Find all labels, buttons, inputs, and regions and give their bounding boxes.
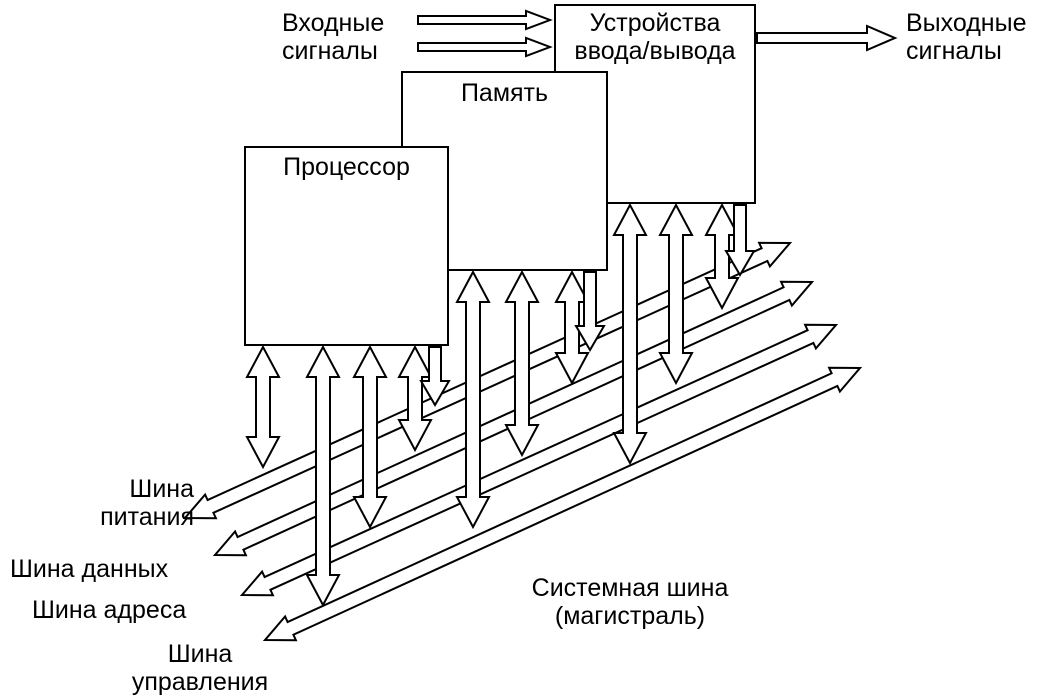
io-device-label: Устройства ввода/вывода [574,9,736,65]
io-control-connector [724,204,756,277]
bus-control-arrow [262,366,863,642]
output-signals-label: Выходные сигналы [906,9,1027,65]
memory-data-connector [504,269,540,458]
io-address-connector [704,202,740,311]
processor-address-connector [352,344,388,530]
bus-address-arrow [239,323,839,597]
memory-address-connector [554,269,590,386]
processor-extra-connector [419,346,451,407]
bus-control-label: Шина управления [131,640,269,696]
memory-label: Память [460,79,549,107]
input-signal-arrow-2 [417,36,553,58]
bus-address-label: Шина адреса [32,596,187,624]
input-signal-arrow-1 [417,9,553,31]
memory-power-connector [455,269,491,530]
signal-arrow-group [417,9,898,58]
processor-data-connector [305,344,341,608]
memory-control-connector [574,271,606,352]
system-bus-group [182,241,863,642]
bus-power-label: Шина питания [100,475,194,531]
input-signals-label: Входные сигналы [282,9,385,65]
connector-group [245,202,756,608]
processor-power-connector [245,344,281,470]
bus-power-arrow [182,241,793,520]
system-bus-label: Системная шина (магистраль) [531,574,729,630]
processor-control-connector [397,344,433,453]
io-power-connector [612,202,648,466]
block-group [244,4,756,346]
io-data-connector [658,202,694,386]
output-signal-arrow [756,24,898,52]
bus-data-label: Шина данных [10,555,169,583]
processor-label: Процессор [283,153,410,181]
processor-box [244,146,449,346]
